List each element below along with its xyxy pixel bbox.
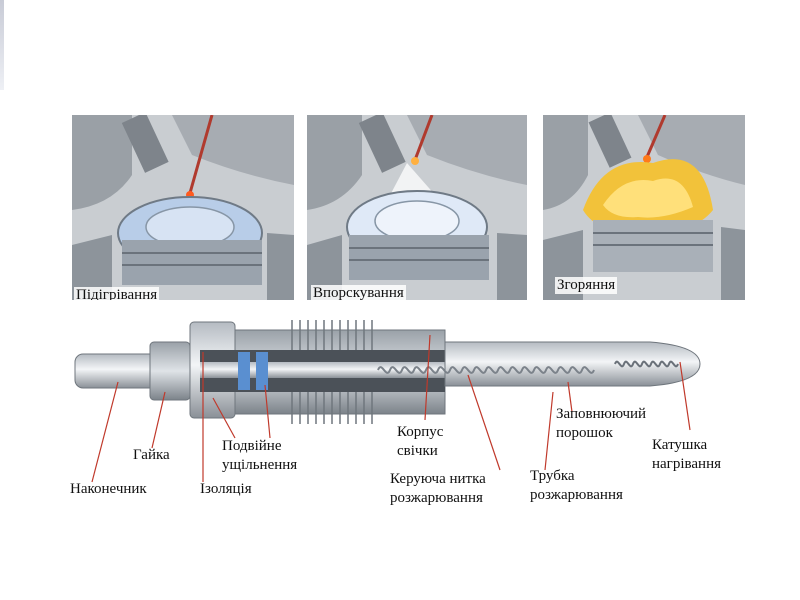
- label-tip: Наконечник: [70, 481, 147, 497]
- label-tube-line2: розжарювання: [530, 487, 623, 503]
- label-double-seal-line2: ущільнення: [222, 457, 298, 473]
- label-body-line1: Корпус: [397, 424, 444, 440]
- stage-injection-caption: Впорскування: [311, 285, 406, 300]
- label-coil-line1: Катушка: [652, 437, 708, 453]
- label-control-filament-line1: Керуюча нитка: [390, 471, 486, 487]
- injection-glow: [411, 157, 419, 165]
- label-filler-line2: порошок: [556, 425, 613, 441]
- stage-combustion-panel: Згоряння: [543, 115, 745, 300]
- heating-tube-part: [444, 341, 701, 387]
- stage-combustion-caption: Згоряння: [555, 277, 618, 294]
- label-filler-line1: Заповнюючий: [556, 406, 647, 422]
- label-insulation: Ізоляція: [200, 481, 252, 497]
- double-seal-part: [238, 352, 250, 390]
- label-body-line2: свічки: [397, 443, 438, 459]
- label-double-seal-line1: Подвійне: [222, 438, 282, 454]
- label-nut: Гайка: [133, 447, 170, 463]
- heating-coil-part: [614, 360, 679, 368]
- combustion-glow: [643, 155, 651, 163]
- label-tube-line1: Трубка: [530, 468, 575, 484]
- stage-preheat-caption: Підігрівання: [74, 287, 160, 300]
- window-edge: [0, 0, 4, 90]
- stage-injection-panel: Впорскування: [307, 115, 527, 300]
- label-control-filament-line2: розжарювання: [390, 490, 483, 506]
- nut-part: [149, 341, 191, 401]
- stage-preheat-panel: Підігрівання: [72, 115, 294, 300]
- stage-preheat-image: [72, 115, 294, 300]
- control-filament-part: [377, 366, 595, 374]
- label-coil-line2: нагрівання: [652, 456, 722, 472]
- stage-combustion-image: [543, 115, 745, 300]
- stage-injection-image: [307, 115, 527, 300]
